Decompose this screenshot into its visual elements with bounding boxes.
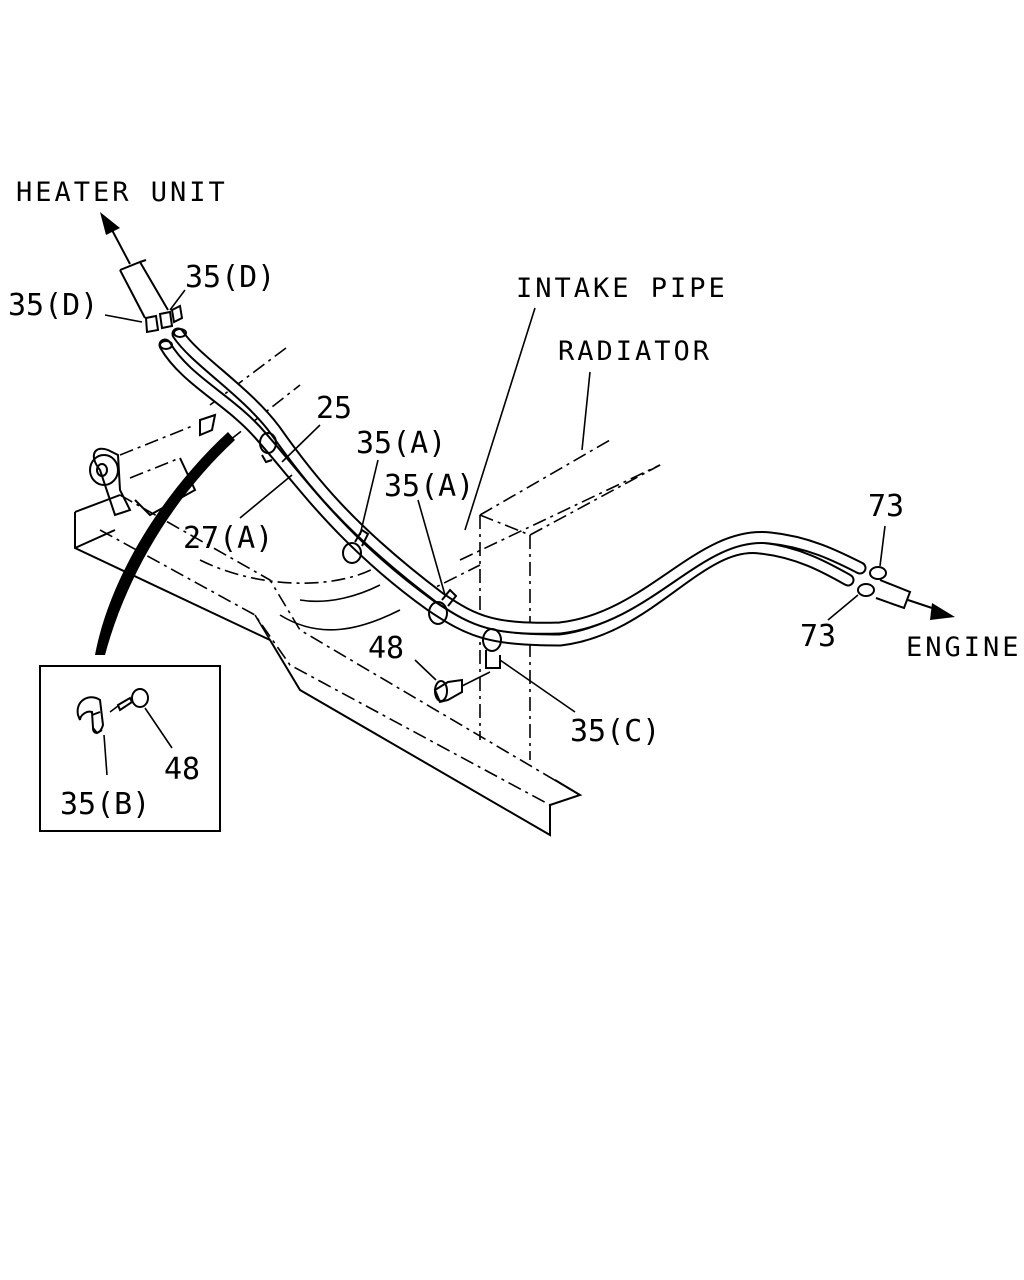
leader-35a-upper (359, 459, 379, 536)
label-clip-35d-right: 35(D) (185, 260, 275, 295)
label-bolt-48: 48 (368, 631, 404, 666)
label-radiator: RADIATOR (558, 336, 712, 367)
clip-35a-lower (428, 588, 458, 625)
arrow-to-heater-unit (100, 212, 131, 265)
label-engine: ENGINE (906, 632, 1022, 663)
label-heater-unit: HEATER UNIT (16, 177, 228, 208)
leader-35a-lower (417, 499, 446, 596)
arrow-to-engine (907, 599, 955, 620)
clamp-35d-pair (104, 259, 186, 334)
label-intake-pipe: INTAKE PIPE (516, 273, 728, 304)
leader-27a (239, 474, 293, 519)
leader-25 (281, 424, 321, 463)
heater-hoses (158, 327, 867, 647)
label-clip-35a-upper: 35(A) (356, 426, 446, 461)
bolt-48-main (414, 659, 576, 713)
clip-35a-upper (342, 528, 370, 564)
clip-35c (482, 628, 502, 669)
label-clip-35d-left: 35(D) (8, 288, 98, 323)
clip-27-hose-upper (259, 432, 277, 464)
label-clamp-73-upper: 73 (868, 489, 904, 524)
label-inset-clip-35b: 35(B) (60, 787, 150, 822)
label-inset-bolt-48: 48 (164, 752, 200, 787)
label-clamp-73-lower: 73 (800, 619, 836, 654)
chassis-frame (74, 344, 661, 837)
radiator (464, 307, 661, 760)
detail-inset (39, 665, 221, 832)
clamp-73-pair (827, 525, 912, 621)
label-hose-25: 25 (316, 391, 352, 426)
label-clip-35c: 35(C) (570, 714, 660, 749)
label-clip-35a-lower: 35(A) (384, 469, 474, 504)
label-hose-27a: 27(A) (183, 521, 273, 556)
inset-callout-pointer (95, 432, 235, 655)
